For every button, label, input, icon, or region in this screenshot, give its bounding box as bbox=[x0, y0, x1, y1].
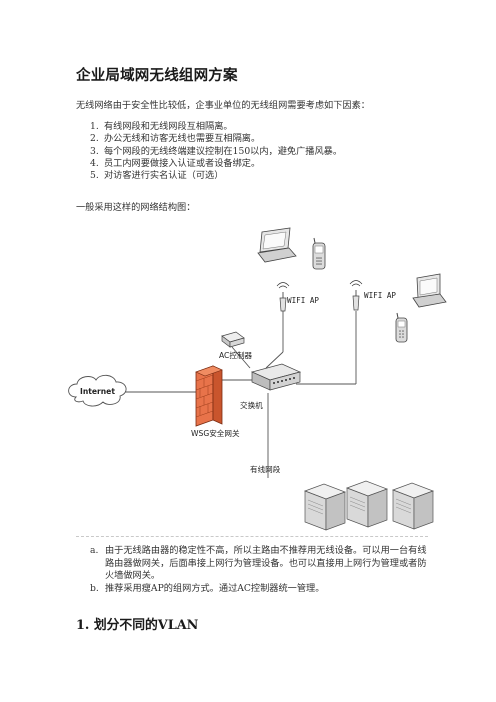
divider bbox=[76, 536, 428, 537]
wifi-ap-icon bbox=[349, 280, 363, 311]
wifi-ap-left-label: WIFI AP bbox=[287, 296, 319, 305]
section-heading: 1. 划分不同的VLAN bbox=[76, 618, 199, 633]
connection-lines bbox=[120, 311, 357, 478]
ac-controller-icon bbox=[221, 331, 245, 348]
server-icon bbox=[392, 482, 434, 530]
laptop-icon bbox=[257, 227, 297, 263]
mobile-phone-icon bbox=[312, 237, 326, 270]
list-item: 4.员工内网要做接入认证或者设备绑定。 bbox=[90, 157, 261, 169]
switch-label: 交换机 bbox=[240, 400, 263, 410]
wifi-ap-icon bbox=[276, 282, 290, 312]
network-switch-icon bbox=[250, 363, 302, 391]
wsg-gateway-label: WSG安全网关 bbox=[191, 428, 240, 438]
laptop-icon bbox=[412, 273, 447, 308]
wired-segment-label: 有线网段 bbox=[250, 464, 281, 474]
list-item: a.由于无线路由器的稳定性不高，所以主路由不推荐用无线设备。可以用一台有线路由器… bbox=[90, 545, 427, 582]
list-item: 5.对访客进行实名认证（可选） bbox=[90, 170, 224, 182]
factor-list: 1.有线网段和无线网段互相隔离。 2.办公无线和访客无线也需要互相隔离。 3.每… bbox=[90, 121, 342, 182]
document-title: 企业局域网无线组网方案 bbox=[76, 68, 238, 84]
server-icon bbox=[304, 483, 346, 531]
list-item: b.推荐采用瘦AP的组网方式。通过AC控制器统一管理。 bbox=[90, 582, 325, 594]
notes-list: a.由于无线路由器的稳定性不高，所以主路由不推荐用无线设备。可以用一台有线路由器… bbox=[90, 545, 435, 595]
internet-cloud-icon bbox=[68, 374, 127, 407]
internet-label: Internet bbox=[80, 387, 115, 396]
list-item: 3.每个网段的无线终端建议控制在150以内，避免广播风暴。 bbox=[90, 145, 343, 157]
diagram-lead-text: 一般采用这样的网络结构图： bbox=[76, 202, 196, 213]
wifi-ap-right-label: WIFI AP bbox=[364, 291, 396, 300]
list-item: 1.有线网段和无线网段互相隔离。 bbox=[90, 121, 233, 132]
firewall-icon bbox=[195, 365, 223, 427]
server-icon bbox=[346, 480, 388, 528]
list-item: 2.办公无线和访客无线也需要互相隔离。 bbox=[90, 133, 261, 145]
ac-controller-label: AC控制器 bbox=[219, 350, 253, 360]
intro-paragraph: 无线网络由于安全性比较低，企事业单位的无线组网需要考虑如下因素： bbox=[76, 100, 370, 111]
mobile-phone-icon bbox=[395, 312, 408, 343]
